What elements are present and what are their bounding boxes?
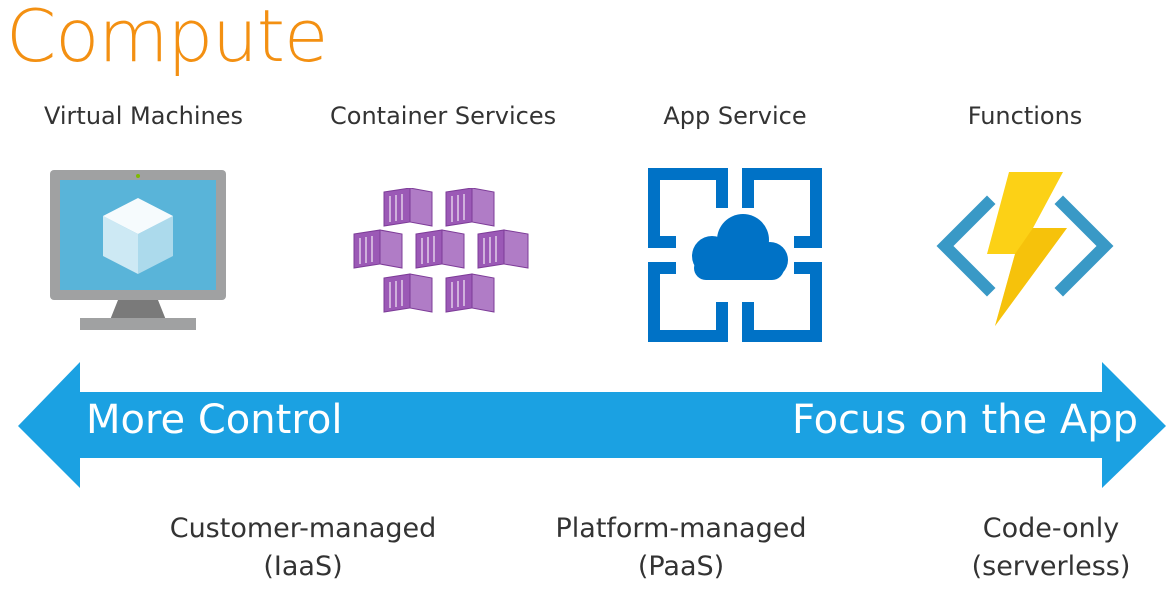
focus-on-app-label: Focus on the App	[792, 397, 1138, 443]
page-title: Compute	[6, 0, 328, 78]
container-services-icon	[353, 188, 529, 313]
service-label-virtual-machines: Virtual Machines	[44, 102, 244, 130]
code-only-label: Code-only (serverless)	[966, 510, 1136, 586]
code-only-line2: (serverless)	[971, 551, 1131, 582]
service-label-functions: Functions	[967, 102, 1083, 130]
functions-icon	[936, 172, 1114, 326]
platform-managed-line1: Platform-managed	[555, 513, 807, 544]
more-control-label: More Control	[86, 397, 343, 443]
platform-managed-line2: (PaaS)	[637, 551, 725, 582]
control-focus-double-arrow	[18, 362, 1166, 488]
virtual-machine-icon	[50, 170, 226, 330]
customer-managed-line1: Customer-managed	[169, 513, 437, 544]
customer-managed-line2: (IaaS)	[263, 551, 343, 582]
code-only-line1: Code-only	[982, 513, 1120, 544]
service-label-container-services: Container Services	[330, 102, 557, 130]
app-service-icon	[648, 168, 822, 342]
service-label-app-service: App Service	[663, 102, 807, 130]
customer-managed-label: Customer-managed (IaaS)	[163, 510, 443, 586]
platform-managed-label: Platform-managed (PaaS)	[548, 510, 814, 586]
